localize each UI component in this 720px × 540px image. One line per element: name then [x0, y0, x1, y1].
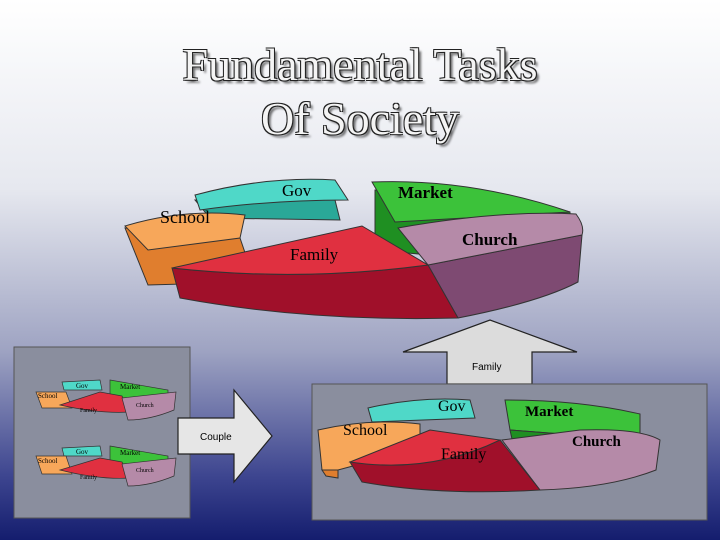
right-family-label: Family: [441, 446, 486, 463]
small-church-label: Church: [136, 403, 154, 409]
main-church-slice: [427, 234, 583, 319]
small-school-label: School: [38, 392, 58, 400]
right-church-label: Church: [572, 434, 622, 450]
left-panel: Gov Market School Church Family Gov Mark…: [13, 346, 191, 519]
family-up-arrow: Family: [402, 319, 578, 385]
main-gov-slice-top: [194, 178, 349, 211]
right-church-slice: [501, 429, 661, 491]
main-gov-label: Gov: [282, 181, 312, 200]
right-pie-chart: Gov Market School Church Family: [317, 398, 661, 493]
main-market-slice-top: [371, 181, 571, 223]
right-gov-label: Gov: [438, 398, 466, 415]
title-line-1: Fundamental Tasks: [182, 39, 538, 90]
right-market-label: Market: [525, 404, 573, 420]
main-market-label: Market: [398, 183, 453, 202]
title-line-2: Of Society: [260, 93, 459, 144]
couple-arrow-label: Couple: [200, 432, 232, 443]
small2-church-label: Church: [136, 468, 154, 474]
family-arrow-label: Family: [472, 362, 501, 373]
slide-title: Fundamental Tasks Of Society: [0, 38, 720, 146]
right-gov-slice: [367, 398, 476, 423]
right-panel: Gov Market School Church Family: [311, 383, 708, 521]
small-pie-top: Gov Market School Church Family: [35, 379, 177, 421]
main-school-slice-top: [124, 212, 246, 251]
couple-arrow: Couple: [177, 388, 273, 484]
main-family-label: Family: [290, 245, 339, 264]
small2-gov-label: Gov: [76, 448, 89, 456]
small2-family-label: Family: [80, 475, 97, 481]
small-gov-label: Gov: [76, 382, 89, 390]
small2-market-label: Market: [120, 449, 140, 457]
right-school-label: School: [343, 422, 388, 439]
small-market-label: Market: [120, 383, 140, 391]
small-family-label: Family: [80, 408, 97, 414]
main-pie-chart: Gov Market School Church Family: [124, 178, 584, 320]
main-school-label: School: [160, 207, 210, 227]
small-pie-bottom: Gov Market School Church Family: [35, 445, 177, 487]
small2-school-label: School: [38, 457, 58, 465]
main-family-slice-top: [171, 225, 430, 275]
main-church-label: Church: [462, 230, 518, 249]
main-church-slice-top: [397, 212, 584, 266]
